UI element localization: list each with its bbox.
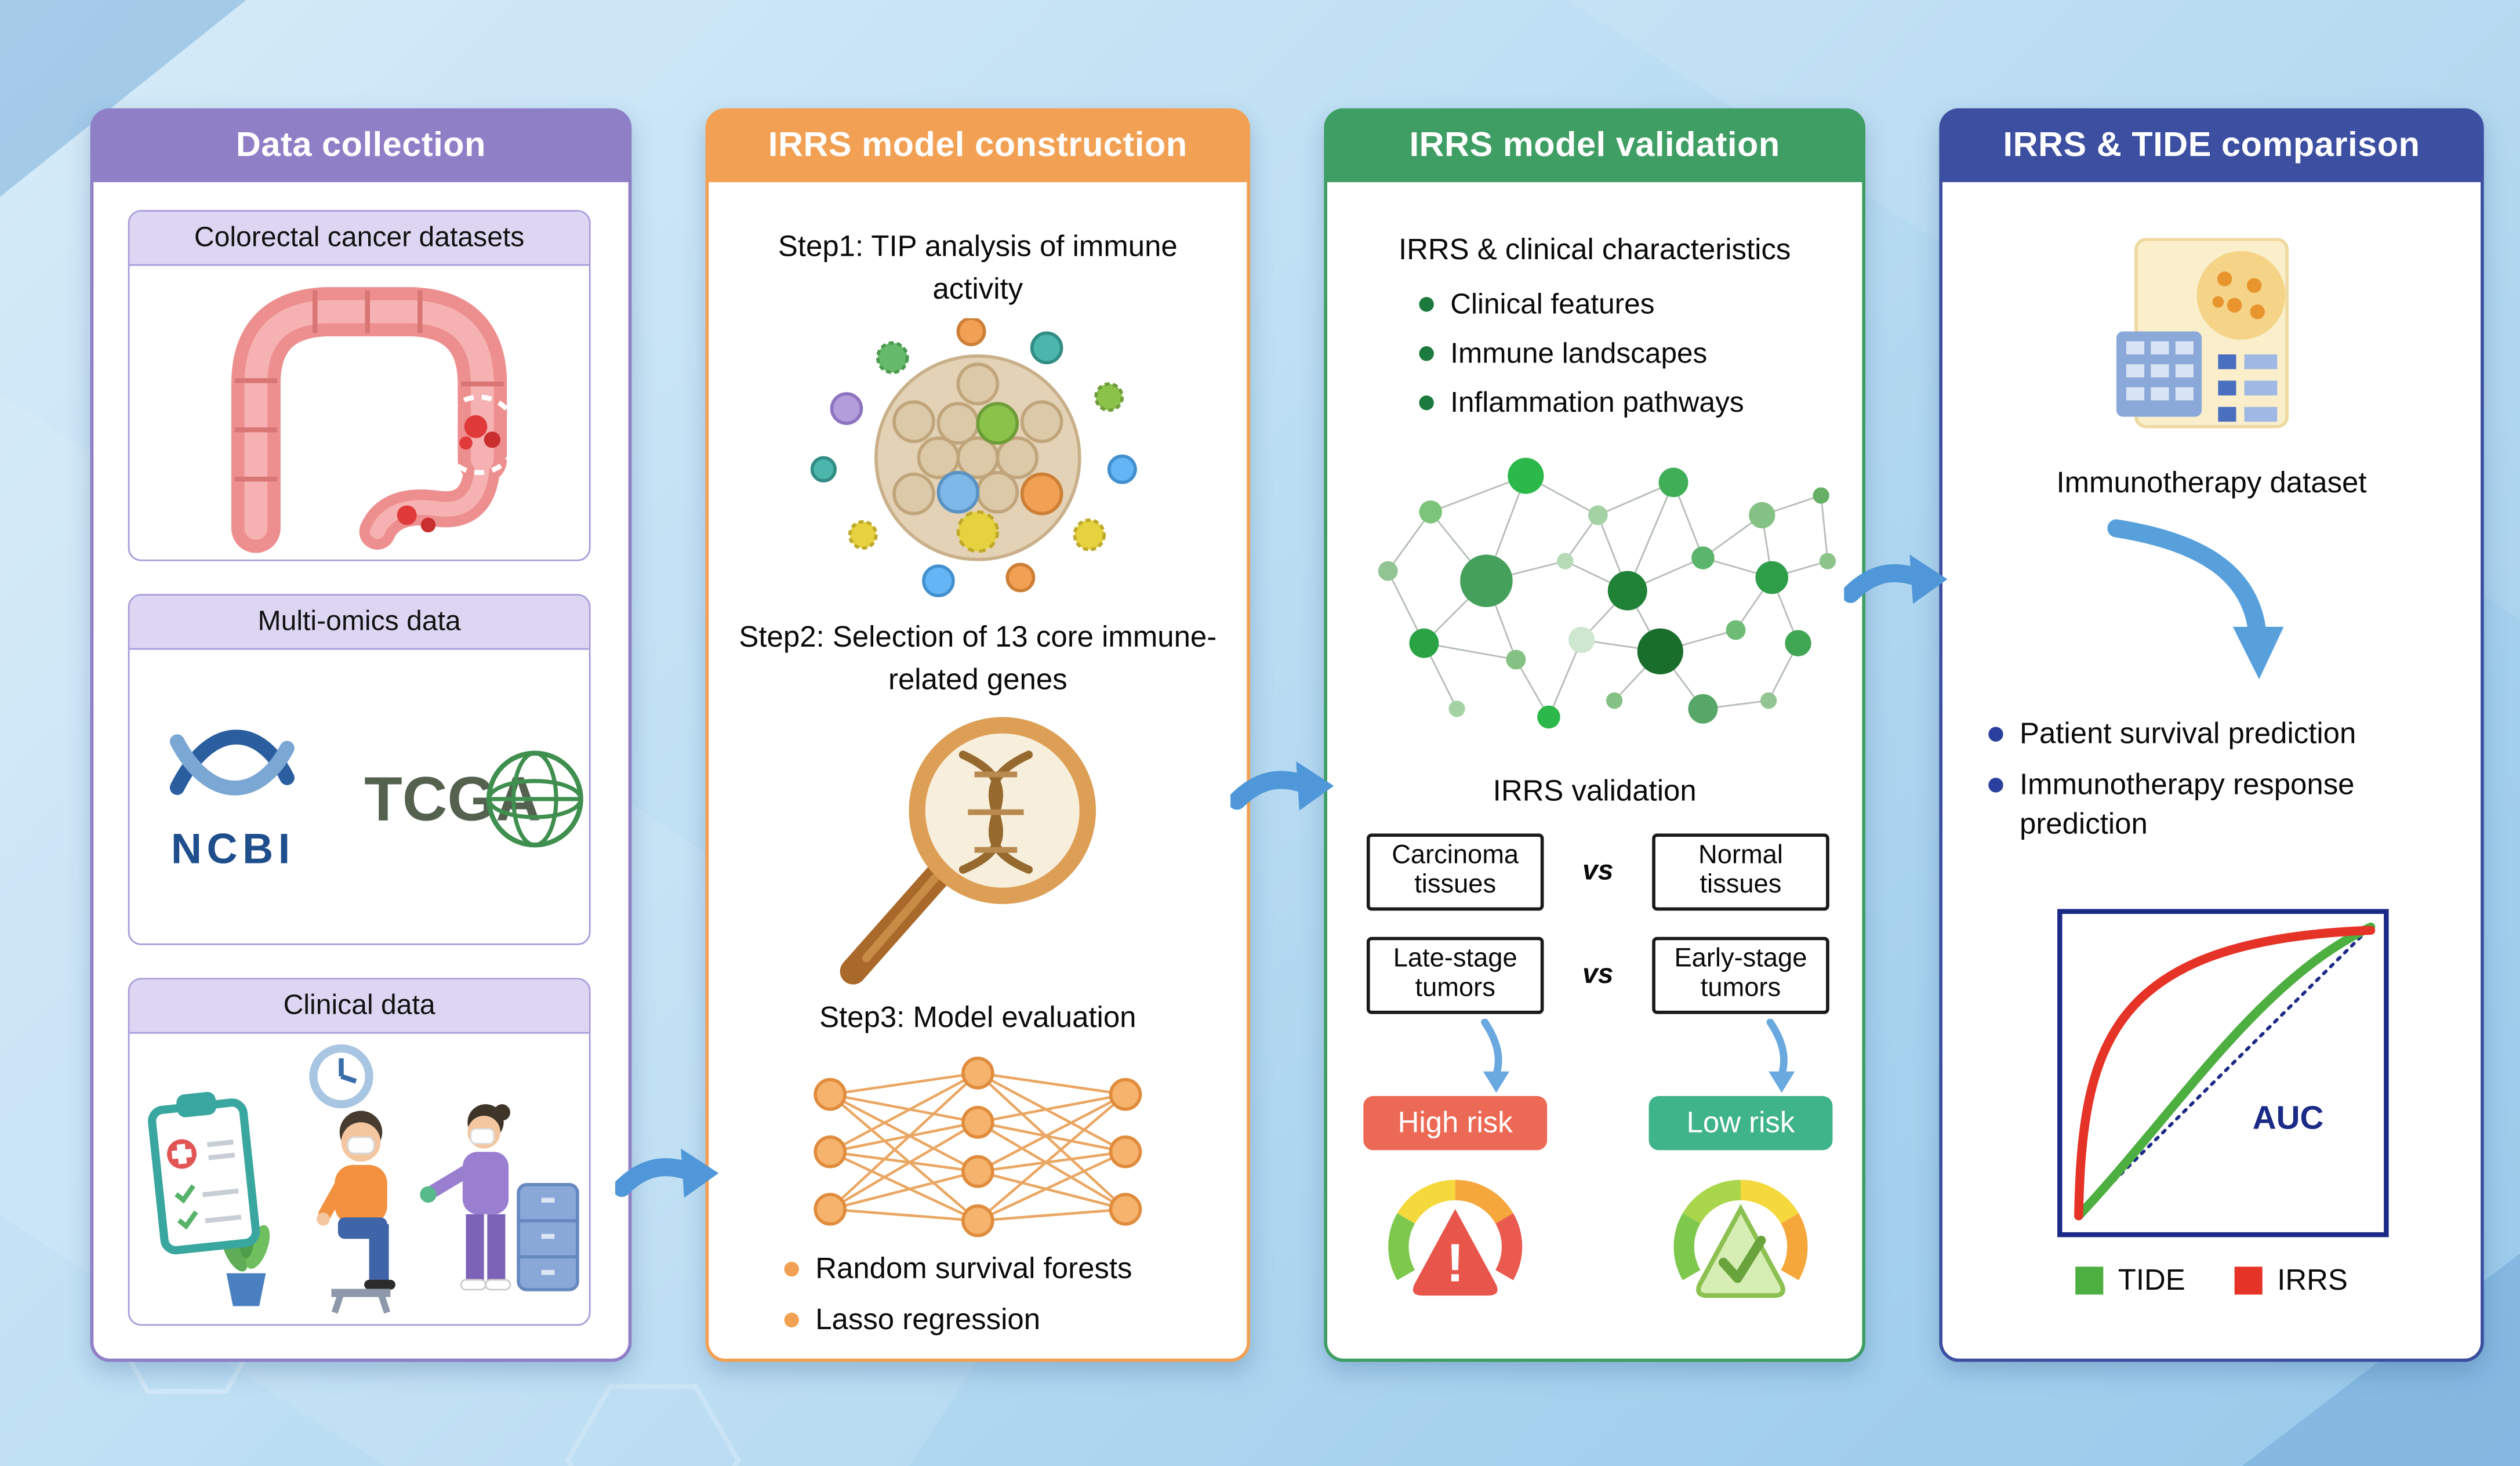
multiomics-box: Multi-omics data NCBI TCGA [128, 594, 591, 945]
bullet-dot [784, 1313, 799, 1329]
bullet-text: Clinical features [1450, 287, 1655, 320]
validation-bullets: Clinical features Immune landscapes Infl… [1419, 285, 1744, 420]
legend-item-irrs: IRRS [2234, 1263, 2348, 1298]
flow-arrow-1-icon [615, 1148, 719, 1198]
svg-text:!: ! [1446, 1233, 1464, 1293]
bullet-text: Immunotherapy response prediction [2019, 768, 2355, 840]
colorectal-datasets-box: Colorectal cancer datasets [128, 210, 591, 561]
early-stage-box: Early-stage tumors [1652, 937, 1829, 1014]
vs-label: vs [1582, 855, 1614, 887]
roc-legend: TIDE IRRS [1942, 1264, 2481, 1298]
validation-subtitle: IRRS & clinical characteristics [1398, 233, 1791, 266]
construction-bullets: Random survival forests Lasso regression [784, 1250, 1132, 1340]
logos-wrap: NCBI TCGA [130, 649, 589, 942]
colon-art-wrap [130, 266, 589, 558]
bullet-item: Lasso regression [784, 1302, 1132, 1340]
dataset-label: Immunotherapy dataset [2056, 466, 2367, 499]
dna-magnifier-icon [840, 717, 1096, 985]
panel-data-collection: Data collection Colorectal cancer datase… [90, 108, 632, 1362]
flow-arrow-3-icon [1844, 554, 1948, 604]
bullet-item: Clinical features [1419, 285, 1744, 322]
carcinoma-tissues-box: Carcinoma tissues [1366, 833, 1544, 910]
roc-curve-chart: AUC [2057, 909, 2389, 1238]
bullet-dot [1419, 297, 1434, 312]
neural-network-icon [814, 1057, 1142, 1238]
bullet-text: Random survival forests [815, 1251, 1132, 1285]
panel-title: IRRS & TIDE comparison [1941, 110, 2482, 183]
bullet-dot [1419, 394, 1434, 409]
low-risk-badge: Low risk [1648, 1096, 1833, 1151]
colon-illustration [231, 287, 520, 553]
globe-icon [486, 750, 583, 848]
clinical-illustration [148, 1044, 579, 1314]
step1-label: Step1: TIP analysis of immune activity [778, 230, 1178, 304]
irrs-validation-title: IRRS validation [1493, 774, 1697, 808]
clinical-data-label: Clinical data [129, 979, 589, 1034]
bullet-text: Immune landscapes [1450, 336, 1708, 369]
tumor-immune-illustration [810, 318, 1137, 597]
bullet-dot [1988, 727, 2003, 742]
panel-title: IRRS model construction [707, 110, 1249, 183]
high-risk-badge: High risk [1363, 1096, 1548, 1151]
roc-curves [2074, 922, 2376, 1221]
ncbi-logo: NCBI [169, 730, 295, 872]
comparison-row-1: Carcinoma tissues vs Normal tissues [1366, 833, 1829, 910]
bullet-dot [1419, 346, 1434, 361]
multiomics-label: Multi-omics data [129, 596, 589, 650]
bullet-dot [784, 1261, 799, 1277]
step2-label: Step2: Selection of 13 core immune-relat… [739, 620, 1217, 695]
bullet-item: Inflammation pathways [1419, 383, 1744, 420]
bullet-dot [1988, 778, 2003, 793]
bullet-text: Lasso regression [815, 1303, 1041, 1337]
immunotherapy-dataset-icon [2116, 238, 2289, 429]
risk-arrows [1481, 1019, 1795, 1093]
omics-logos: NCBI TCGA [169, 730, 583, 872]
panel-title: IRRS model validation [1326, 110, 1864, 183]
tcga-logo: TCGA [364, 750, 583, 848]
bullet-item: Immunotherapy response prediction [1988, 767, 2467, 843]
flow-arrow-2-icon [1230, 761, 1334, 811]
irrs-swatch [2234, 1267, 2263, 1295]
gauge-check-icon [1673, 1180, 1808, 1298]
bullet-item: Immune landscapes [1419, 334, 1744, 371]
legend-item-tide: TIDE [2075, 1264, 2185, 1298]
step3-label: Step3: Model evaluation [819, 1000, 1136, 1034]
bullet-text: Patient survival prediction [2019, 717, 2356, 750]
auc-label: AUC [2252, 1101, 2324, 1137]
normal-tissues-box: Normal tissues [1652, 833, 1829, 910]
panel-title: Data collection [92, 110, 630, 183]
gauge-warning-icon: ! [1388, 1180, 1523, 1296]
vs-label: vs [1582, 959, 1614, 990]
comparison-bullets: Patient survival prediction Immunotherap… [1988, 716, 2467, 844]
down-arrow-icon [2107, 519, 2284, 680]
panel-model-construction: IRRS model construction Step1: TIP analy… [705, 108, 1251, 1362]
gene-network-graph [1378, 458, 1836, 729]
colorectal-datasets-label: Colorectal cancer datasets [129, 211, 589, 266]
bullet-item: Random survival forests [784, 1250, 1132, 1289]
clinical-data-box: Clinical data [128, 978, 591, 1326]
panel-model-validation: IRRS model validation IRRS & clinical ch… [1324, 108, 1866, 1362]
late-stage-box: Late-stage tumors [1366, 937, 1544, 1014]
bullet-item: Patient survival prediction [1988, 716, 2467, 754]
legend-label: IRRS [2277, 1263, 2348, 1297]
panel-tide-comparison: IRRS & TIDE comparison Immunotherapy dat… [1939, 108, 2484, 1362]
ncbi-text: NCBI [171, 824, 295, 872]
comparison-row-2: Late-stage tumors vs Early-stage tumors [1366, 937, 1829, 1014]
tide-swatch [2075, 1267, 2104, 1295]
legend-label: TIDE [2118, 1263, 2185, 1297]
clinical-art-wrap [130, 1034, 589, 1323]
bullet-text: Inflammation pathways [1450, 384, 1744, 418]
